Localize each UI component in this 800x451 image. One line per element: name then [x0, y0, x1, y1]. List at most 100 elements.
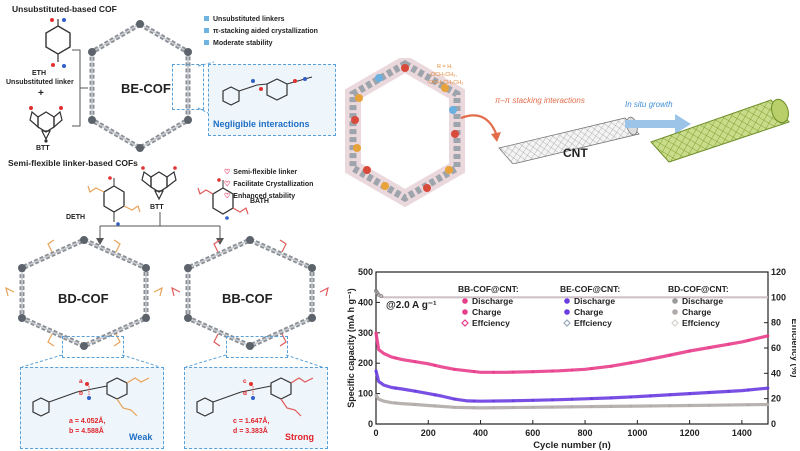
- pi-stacking-arrow: [460, 114, 501, 142]
- data-point: [492, 370, 495, 374]
- data-point: [511, 406, 515, 409]
- negligible-label: Negligible interactions: [213, 119, 310, 129]
- eth-structure: [45, 18, 71, 68]
- data-point: [511, 370, 515, 374]
- btt-label: BTT: [36, 145, 50, 152]
- y-right-tick-label: 20: [771, 394, 781, 404]
- data-point: [688, 404, 691, 407]
- deth-structure: [87, 176, 141, 226]
- data-point: [727, 342, 731, 346]
- x-tick-label: 0: [373, 428, 378, 438]
- y-left-tick-label: 300: [358, 328, 373, 338]
- be-selection-box: [172, 64, 204, 110]
- data-point: [747, 388, 750, 392]
- data-point: [668, 353, 672, 357]
- legend-marker: [672, 309, 678, 315]
- be-zoom-structure: [222, 76, 313, 106]
- y-right-tick-label: 120: [771, 267, 786, 277]
- deth-label: DETH: [66, 214, 86, 221]
- data-point: [649, 404, 652, 408]
- legend-entry: Effciency: [472, 318, 510, 328]
- data-point: [453, 367, 456, 371]
- bb-selection-box: [226, 336, 288, 358]
- bb-cof-framework: [171, 236, 329, 350]
- data-point: [766, 403, 770, 406]
- bd-bb-connectors: [21, 354, 323, 368]
- btt-structure: [29, 106, 63, 143]
- semi-title: Semi-flexible linker-based COFs: [8, 158, 138, 168]
- insitu-label: In situ growth: [625, 100, 673, 109]
- data-point: [570, 397, 574, 401]
- legend-entry: Charge: [574, 307, 604, 317]
- bd-selection-box: [62, 336, 124, 358]
- bb-d-distance: d = 3.383Å: [233, 428, 268, 435]
- legend-entry: Discharge: [682, 296, 723, 306]
- data-point: [590, 397, 593, 400]
- be-feature-1: Unsubstituted linkers: [204, 16, 285, 23]
- semi-feature-3: ♡Enhanced stability: [224, 193, 296, 200]
- bd-cof-label: BD-COF: [58, 291, 109, 306]
- be-feature-3: Moderate stability: [204, 40, 273, 47]
- bb-strong-label: Strong: [285, 432, 314, 442]
- bb-c-marker: c: [243, 378, 247, 385]
- legend-marker: [461, 319, 469, 327]
- bd-zoom-box: a b a = 4.052Å, b = 4.588Å Weak: [20, 367, 164, 449]
- data-point: [492, 406, 495, 410]
- cnt-label: CNT: [563, 146, 588, 160]
- btt-label-2: BTT: [150, 204, 164, 211]
- legend-entry: Charge: [682, 307, 712, 317]
- bd-a-distance: a = 4.052Å,: [69, 418, 106, 425]
- data-point: [394, 356, 397, 360]
- square-icon: [204, 40, 209, 45]
- data-point: [472, 399, 476, 403]
- data-point: [413, 389, 417, 393]
- cof-ring-model: [345, 58, 465, 208]
- y-left-tick-label: 400: [358, 297, 373, 307]
- legend-marker: [563, 319, 571, 327]
- square-icon: [204, 28, 209, 33]
- legend-group-title: BD-COF@CNT:: [668, 284, 729, 294]
- legend-group-title: BE-COF@CNT:: [560, 284, 620, 294]
- bb-d-marker: d: [243, 390, 247, 397]
- y-left-tick-label: 200: [358, 358, 373, 368]
- data-point: [570, 405, 574, 409]
- be-cof-framework: [88, 20, 192, 152]
- eth-label: ETH: [32, 70, 46, 77]
- bd-cof-framework: [5, 236, 163, 350]
- semi-feature-1: ♡Semi-flexible linker: [224, 169, 298, 176]
- bd-zoom-structure: [32, 377, 150, 417]
- heart-icon: ♡: [224, 181, 231, 188]
- y-left-axis-label: Specific capacity (mA h g⁻¹): [346, 288, 356, 407]
- data-point: [629, 361, 633, 365]
- data-point: [374, 369, 378, 373]
- data-point: [649, 357, 652, 361]
- y-right-tick-label: 60: [771, 343, 781, 353]
- data-point: [472, 406, 476, 410]
- x-tick-label: 600: [525, 428, 540, 438]
- insitu-arrow: [625, 114, 691, 134]
- x-tick-label: 400: [473, 428, 488, 438]
- cof-cnt-composite: [650, 98, 790, 163]
- y-right-axis-label: Efficiency (%): [790, 318, 796, 377]
- data-point: [747, 339, 750, 342]
- pi-stacking-label: π–π stacking interactions: [495, 96, 585, 105]
- legend-marker: [462, 298, 468, 304]
- heart-icon: ♡: [224, 169, 231, 176]
- x-tick-label: 800: [578, 428, 593, 438]
- data-point: [472, 370, 476, 373]
- data-point: [531, 370, 535, 374]
- data-point: [433, 393, 437, 397]
- data-point: [688, 392, 691, 395]
- legend-entry: Discharge: [472, 296, 513, 306]
- legend-entry: Discharge: [574, 296, 615, 306]
- data-point: [531, 398, 535, 402]
- data-point: [766, 386, 770, 390]
- bd-b-marker: b: [79, 390, 83, 397]
- legend-marker: [672, 298, 678, 304]
- data-point: [394, 401, 397, 405]
- data-point: [766, 334, 770, 338]
- efficiency-point: [379, 294, 384, 299]
- y-left-tick-label: 0: [368, 419, 373, 429]
- unsub-linker-label: Unsubstituted linker: [6, 79, 74, 86]
- y-right-tick-label: 80: [771, 318, 781, 328]
